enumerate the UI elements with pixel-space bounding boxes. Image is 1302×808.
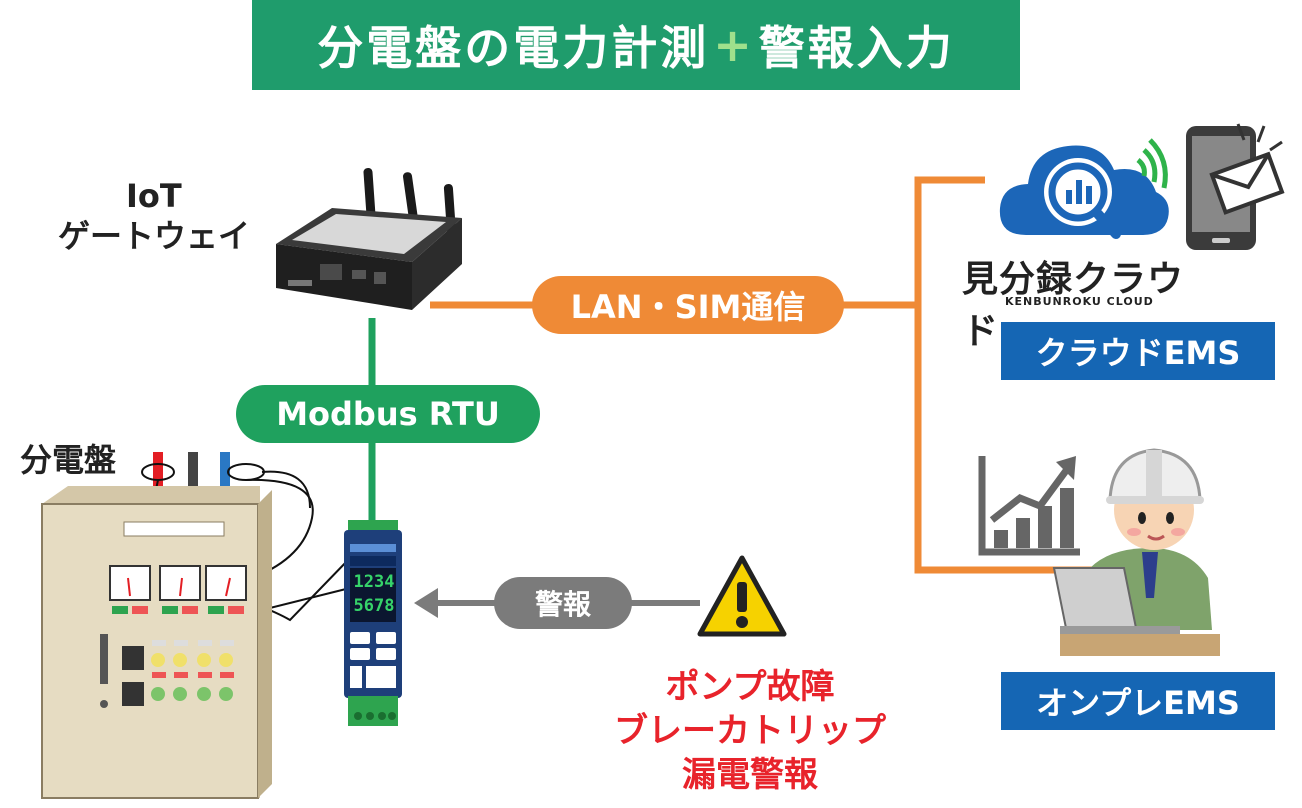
lan-sim-badge: LAN・SIM通信: [532, 276, 844, 334]
gateway-label-line2: ゲートウェイ: [58, 217, 251, 255]
cloud-ems-tag: クラウドEMS: [1001, 322, 1275, 380]
meter-readout-line2: 5678: [353, 596, 395, 616]
modbus-badge: Modbus RTU: [236, 385, 540, 443]
title-part2: 警報入力: [758, 21, 955, 75]
title-banner: 分電盤の電力計測 + 警報入力: [252, 0, 1020, 90]
title-plus: +: [713, 18, 755, 72]
alarm-badge: 警報: [494, 577, 632, 629]
distribution-panel-icon: [41, 452, 351, 799]
onprem-ems-label: オンプレEMS: [1036, 684, 1240, 722]
alarm-event-list: ポンプ故障 ブレーカトリップ 漏電警報: [600, 665, 900, 797]
gateway-label-line1: IoT: [126, 177, 182, 215]
meter-readout-line1: 1234: [353, 572, 395, 592]
alarm-label: 警報: [534, 588, 591, 621]
router-icon: [276, 168, 462, 310]
power-meter-icon: 1234 5678: [342, 520, 404, 730]
onprem-ems-tag: オンプレEMS: [1001, 672, 1275, 730]
panel-label: 分電盤: [20, 441, 117, 479]
alarm-event-3: 漏電警報: [682, 755, 818, 795]
cloud-ems-label: クラウドEMS: [1035, 334, 1241, 372]
gateway-label: IoT ゲートウェイ: [58, 176, 278, 256]
growth-chart-icon: [978, 456, 1080, 556]
worker-icon: [1052, 448, 1220, 656]
alarm-arrowhead: [414, 588, 438, 618]
lan-sim-label: LAN・SIM通信: [570, 288, 806, 326]
smartphone-mail-icon: [1186, 123, 1285, 250]
alarm-event-2: ブレーカトリップ: [614, 711, 886, 751]
modbus-label: Modbus RTU: [276, 395, 500, 433]
cloud-brand-name: 見分録クラウド: [962, 259, 1185, 352]
alarm-event-1: ポンプ故障: [665, 667, 835, 707]
meter-readout: 1234 5678: [352, 570, 396, 618]
warning-icon: [697, 555, 787, 637]
cloud-brand-subtitle: KENBUNROKU CLOUD: [1005, 295, 1154, 308]
cloud-search-icon: [999, 138, 1169, 239]
title-part1: 分電盤の電力計測: [317, 21, 710, 75]
lan-branch-line: [914, 176, 1110, 574]
